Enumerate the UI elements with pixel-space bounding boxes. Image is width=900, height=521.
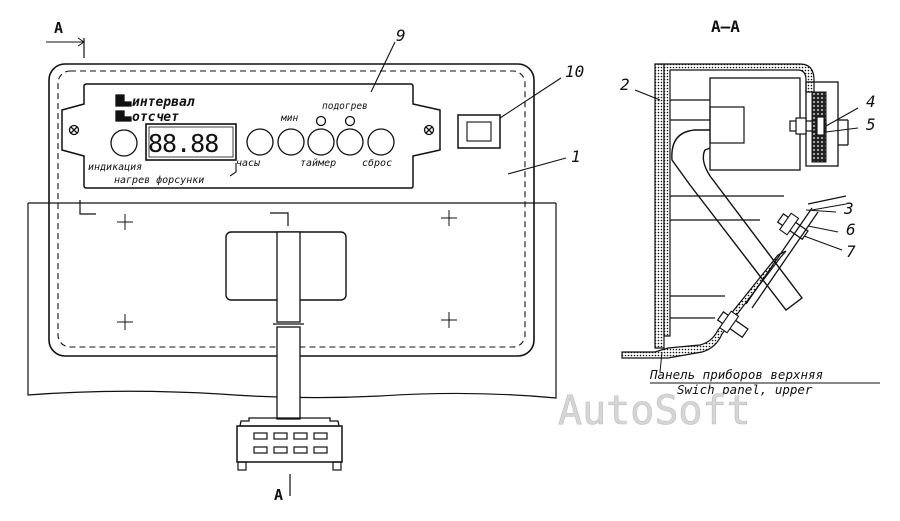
cable-harness bbox=[276, 326, 301, 420]
interval-indicator-icon bbox=[115, 94, 125, 102]
callout-10: 10 bbox=[565, 62, 584, 81]
housing-wall bbox=[663, 63, 815, 337]
reset-button[interactable] bbox=[367, 128, 395, 156]
front-view bbox=[27, 37, 567, 496]
section-mark-top: A bbox=[54, 19, 63, 37]
cable-duct bbox=[671, 129, 803, 311]
min-label: мин bbox=[280, 113, 298, 124]
timer-label: таймер bbox=[300, 157, 336, 169]
nozzle-heating-label: нагрев форсунки bbox=[114, 174, 204, 186]
reset-label: сброс bbox=[362, 157, 392, 169]
callout-9: 9 bbox=[396, 26, 406, 45]
mounting-marks bbox=[117, 210, 457, 330]
count-indicator-icon bbox=[115, 110, 125, 117]
caption-en: Swich panel, upper bbox=[677, 382, 813, 397]
min-button[interactable] bbox=[277, 128, 305, 156]
section-title: A–A bbox=[711, 17, 740, 36]
callout-7: 7 bbox=[846, 242, 856, 261]
callout-1: 1 bbox=[571, 147, 581, 166]
section-mark-bottom: A bbox=[274, 486, 283, 504]
interval-label: интервал bbox=[132, 95, 195, 110]
heating-indicator-icon bbox=[315, 115, 327, 127]
callout-5: 5 bbox=[866, 115, 876, 134]
timer-button-right[interactable] bbox=[336, 128, 364, 156]
callout-3: 3 bbox=[843, 199, 854, 218]
indication-label: индикация bbox=[88, 162, 142, 173]
bolt-icon bbox=[716, 310, 749, 339]
hours-button[interactable] bbox=[246, 128, 274, 156]
inner-module bbox=[709, 77, 801, 171]
heating-label: подогрев bbox=[322, 101, 368, 112]
display-digits: 88.88 bbox=[148, 129, 218, 158]
callout-2: 2 bbox=[620, 75, 630, 94]
hours-label: часы bbox=[236, 158, 261, 169]
heating-indicator-icon bbox=[344, 115, 356, 127]
section-view bbox=[621, 63, 880, 384]
callout-6: 6 bbox=[846, 220, 856, 239]
timer-button-left[interactable] bbox=[307, 128, 335, 156]
screw-icon bbox=[423, 124, 435, 136]
indication-button[interactable] bbox=[110, 129, 138, 157]
digital-display bbox=[145, 123, 237, 161]
screw-icon bbox=[68, 124, 80, 136]
watermark: AutoSoft bbox=[558, 388, 751, 434]
heater-switch[interactable] bbox=[457, 114, 501, 149]
caption-ru: Панель приборов верхняя bbox=[649, 367, 823, 382]
plug-pins bbox=[253, 432, 328, 454]
bolt-icon bbox=[776, 212, 809, 241]
control-faceplate bbox=[61, 83, 441, 189]
callout-4: 4 bbox=[866, 92, 876, 111]
count-label: отсчет bbox=[132, 110, 179, 125]
plug-connector bbox=[236, 425, 343, 463]
